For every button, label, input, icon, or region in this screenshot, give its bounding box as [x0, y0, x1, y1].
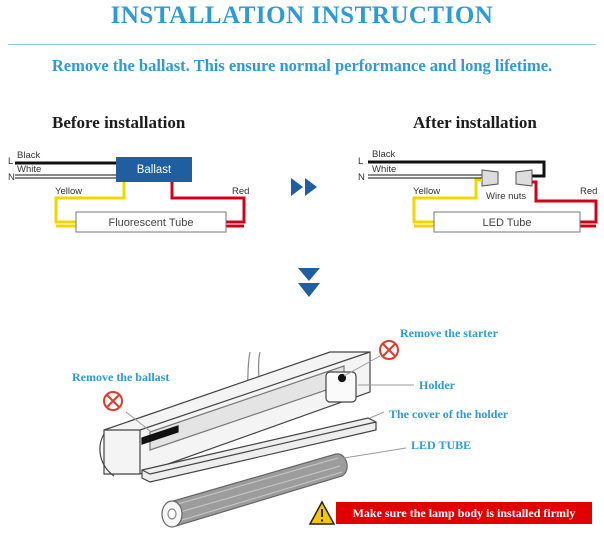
double-chevron-right-icon [291, 178, 317, 196]
fluorescent-tube-box [75, 211, 227, 233]
fixture-end-curve [99, 433, 115, 477]
page-title: INSTALLATION INSTRUCTION [110, 2, 494, 29]
led-tube-box [433, 211, 581, 233]
after-yellow-wire [412, 178, 482, 224]
holder-label: Holder [419, 378, 456, 392]
ballast-slot [141, 425, 179, 445]
after-black-wire [368, 160, 546, 178]
after-red-wire-label: Red [580, 186, 597, 197]
prohibited-icon [379, 340, 399, 360]
led-tube [169, 453, 348, 527]
after-line-label: L [358, 156, 363, 167]
before-white-wire-label: White [17, 164, 41, 175]
before-red-wire [170, 182, 246, 224]
led-tube-label: LED Tube [483, 217, 532, 229]
holder [325, 371, 357, 403]
leader-holder-cover [369, 411, 385, 419]
warning-triangle-icon [308, 500, 336, 525]
before-neutral-label: N [8, 172, 15, 183]
before-wiring-diagram: L N Black White Ballast Yellow Red Fluor… [8, 150, 249, 233]
callout-leaders [125, 355, 414, 459]
led-tube-end-pin [167, 508, 177, 520]
after-yellow-wire-label: Yellow [413, 186, 440, 197]
remove-ballast-label: Remove the ballast [72, 370, 169, 384]
after-red-wire [532, 180, 598, 224]
after-white-wire-label: White [372, 164, 396, 175]
wire-nuts-label: Wire nuts [486, 191, 526, 202]
title-divider [8, 44, 596, 45]
wire-nut-left-icon [481, 169, 499, 187]
after-black-wire-label: Black [372, 149, 395, 160]
holder-cover [141, 417, 377, 483]
prohibited-icon [103, 391, 123, 411]
leader-remove-ballast [125, 411, 151, 432]
before-yellow-wire [54, 182, 126, 224]
fixture-illustration [99, 351, 377, 528]
before-line-label: L [8, 156, 13, 167]
led-tube-stripes [177, 457, 343, 521]
ballast-box [116, 157, 192, 182]
ballast-label: Ballast [137, 164, 172, 176]
before-red-wire-label: Red [232, 186, 249, 197]
after-wiring-diagram: L N Black White Wire nuts Yellow Red LED… [358, 149, 598, 233]
double-chevron-down-icon [298, 268, 320, 297]
starter-socket [337, 373, 347, 383]
page-subtitle: Remove the ballast. This ensure normal p… [51, 56, 553, 75]
before-yellow-wire-label: Yellow [55, 186, 82, 197]
fluorescent-tube-label: Fluorescent Tube [109, 217, 194, 229]
led-tube-callout-label: LED TUBE [411, 438, 471, 452]
holder-cover-edge [141, 421, 377, 475]
before-black-wire-label: Black [17, 150, 40, 161]
wire-nut-right-icon [515, 169, 533, 187]
before-installation-heading: Before installation [52, 113, 186, 132]
warning-banner: Make sure the lamp body is installed fir… [336, 502, 592, 524]
remove-starter-label: Remove the starter [400, 326, 499, 340]
leader-remove-starter [343, 355, 381, 377]
leader-led-tube [343, 447, 407, 459]
holder-cover-label: The cover of the holder [389, 407, 509, 421]
after-neutral-label: N [358, 172, 365, 183]
after-installation-heading: After installation [413, 113, 537, 132]
